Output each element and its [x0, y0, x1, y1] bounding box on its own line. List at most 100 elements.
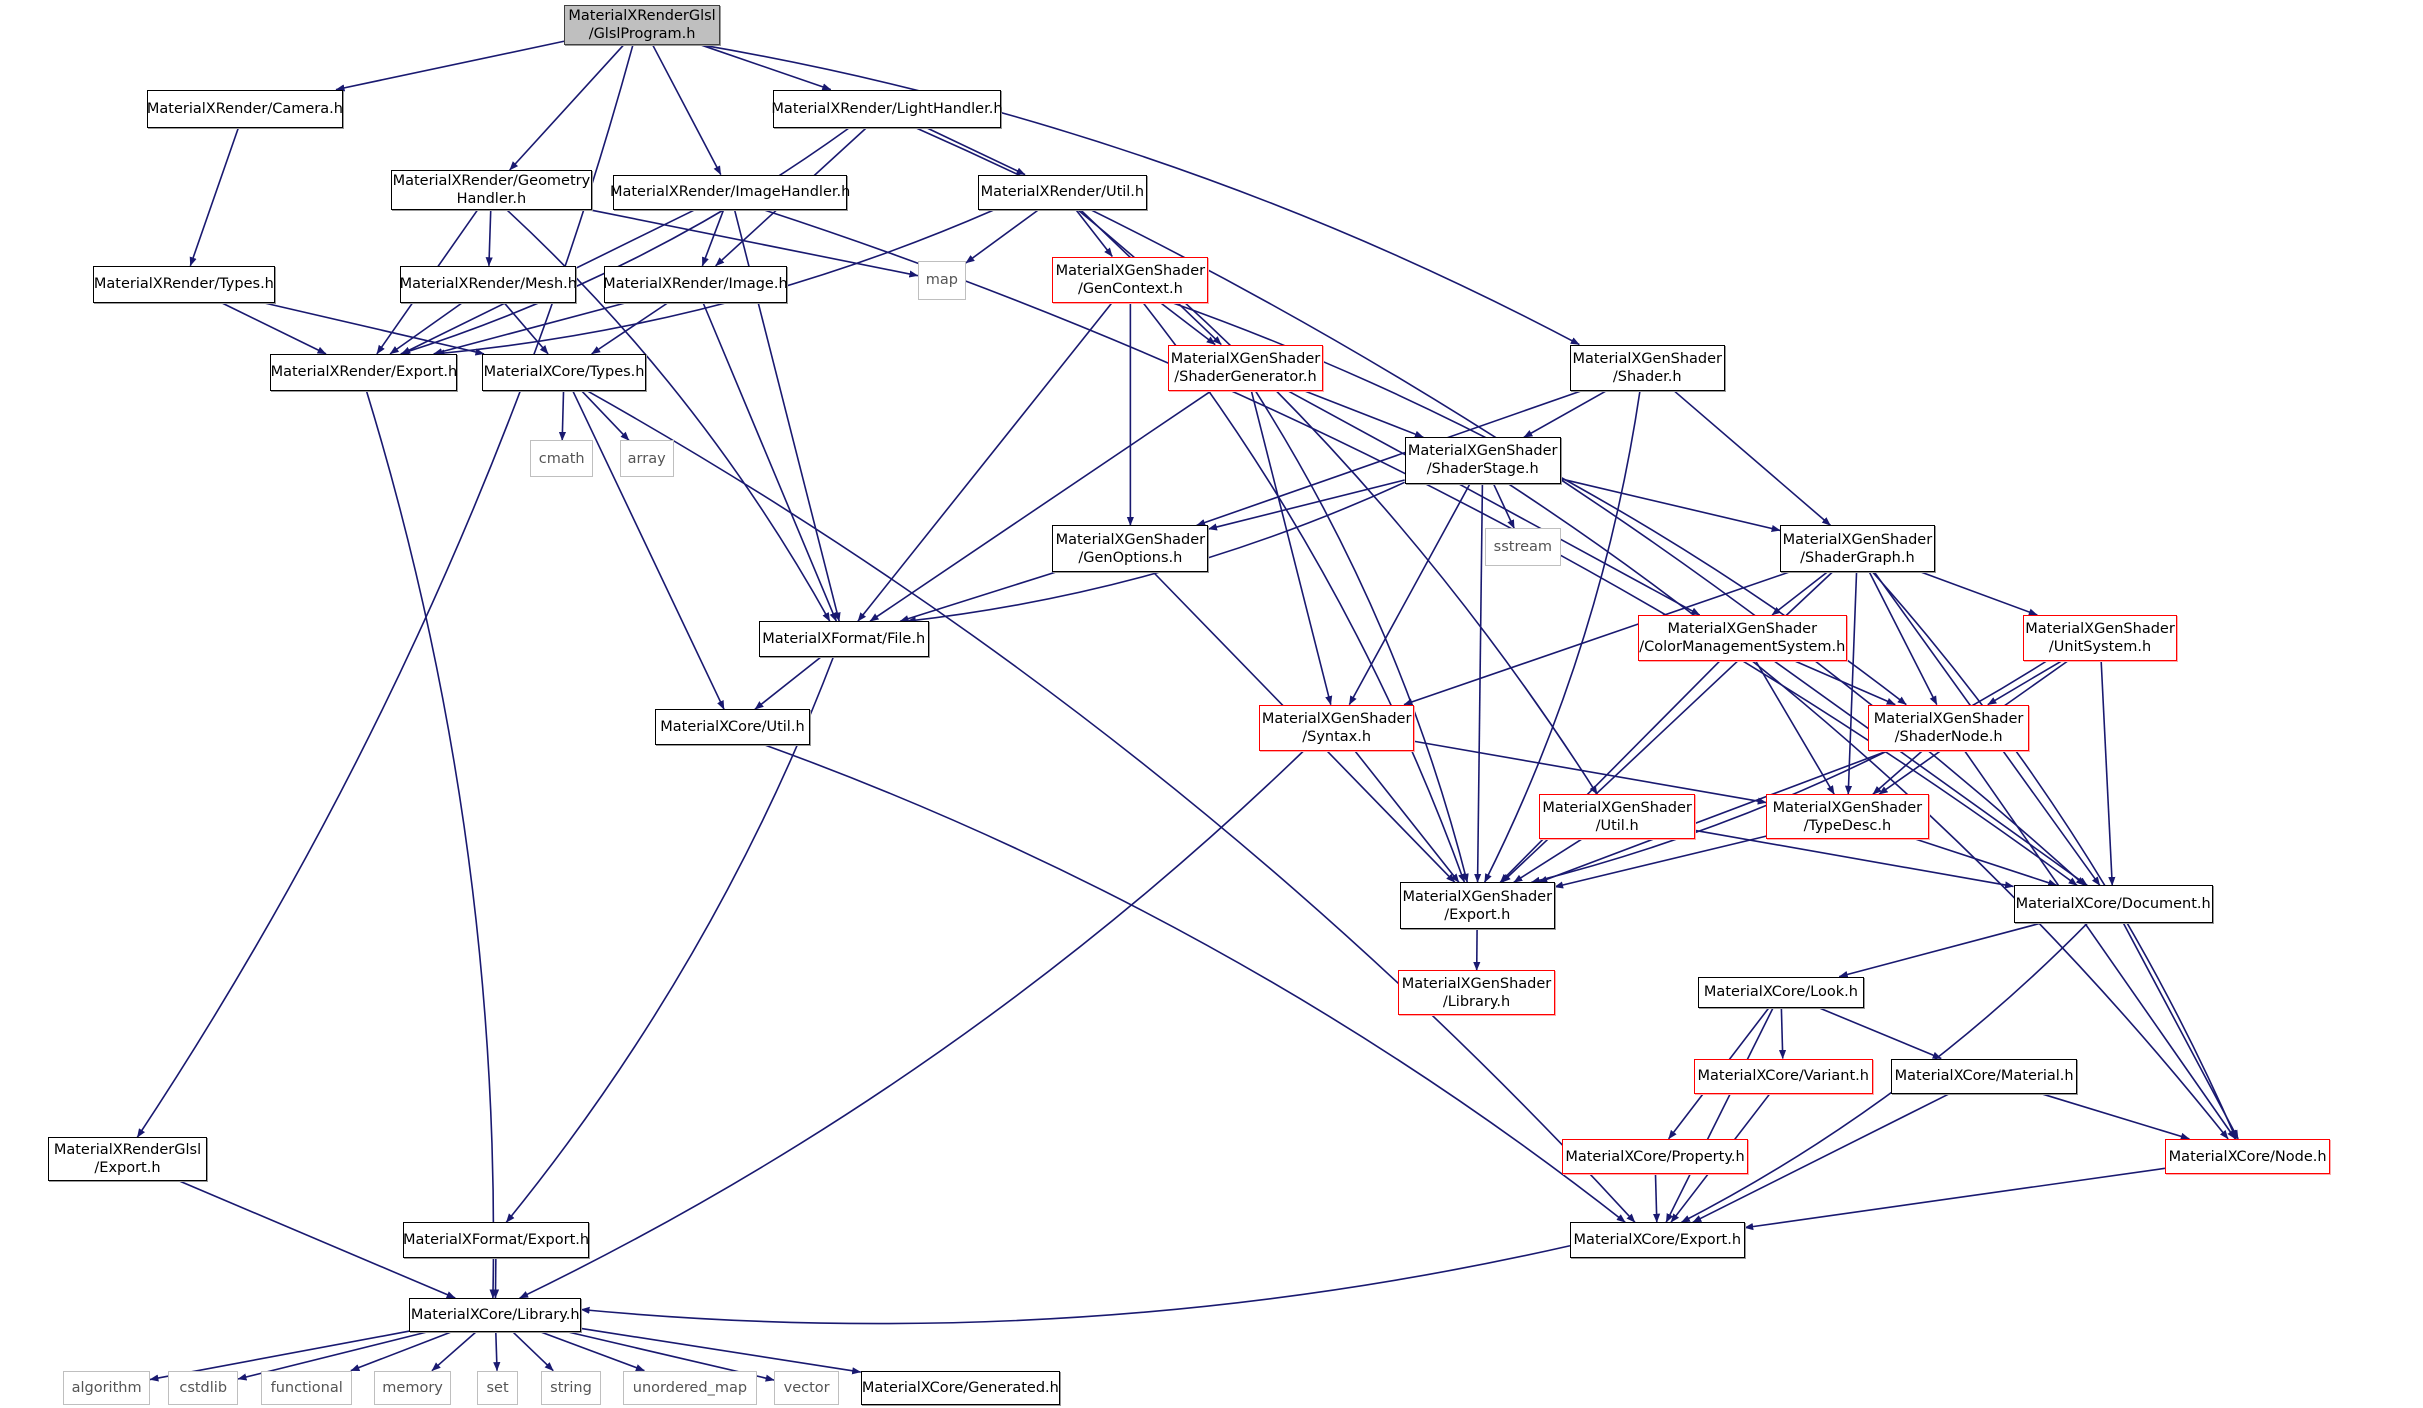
edge-shaderstage-to-genexport: [1474, 483, 1484, 883]
graph-node-sstream: sstream: [1485, 528, 1561, 566]
edge-corelibrary-to-string: [512, 1331, 554, 1372]
edge-shadergraph-to-node: [1871, 571, 2237, 1140]
edge-cms-to-genexport: [1499, 660, 1720, 883]
graph-node-memory: memory: [373, 1370, 452, 1405]
graph-node-imagehandler[interactable]: MaterialXRender/ImageHandler.h: [610, 174, 850, 211]
edge-document-to-node: [2122, 922, 2239, 1140]
graph-node-genoptions[interactable]: MaterialXGenShader /GenOptions.h: [1052, 525, 1209, 572]
graph-node-functional: functional: [261, 1370, 353, 1405]
edge-shadergraph-to-unitsystem: [1919, 571, 2038, 616]
edge-renderexport-to-corelibrary: [365, 390, 497, 1299]
edge-property-to-coreexport: [1652, 1174, 1661, 1223]
edge-glslprogram-to-geometryhandler: [509, 44, 625, 171]
edge-cms-to-shadernode: [1795, 660, 1896, 706]
graph-node-shadergraph[interactable]: MaterialXGenShader /ShaderGraph.h: [1780, 525, 1935, 572]
graph-node-document[interactable]: MaterialXCore/Document.h: [2013, 885, 2213, 923]
edge-shadergraph-to-typedesc: [1844, 571, 1858, 795]
edge-unitsystem-to-genexport: [1530, 660, 2047, 884]
edge-glslprogram-to-camera: [335, 40, 565, 92]
graph-node-typedesc[interactable]: MaterialXGenShader /TypeDesc.h: [1766, 794, 1929, 840]
edge-corelibrary-to-set: [493, 1332, 501, 1372]
edge-shaderstage-to-node: [1507, 483, 2229, 1140]
graph-node-map: map: [917, 261, 966, 300]
edge-corelibrary-to-memory: [431, 1331, 477, 1372]
graph-node-coreutil[interactable]: MaterialXCore/Util.h: [655, 709, 810, 745]
graph-node-renderutil[interactable]: MaterialXRender/Util.h: [978, 174, 1147, 211]
edge-rendertypes-to-renderexport: [221, 302, 327, 355]
edge-shadergenerator-to-cms: [1287, 390, 1701, 616]
edge-glslexport-to-corelibrary: [178, 1179, 456, 1299]
edge-material-to-coreexport: [1692, 1093, 1950, 1224]
graph-node-cms[interactable]: MaterialXGenShader /ColorManagementSyste…: [1637, 615, 1847, 662]
graph-node-unitsystem[interactable]: MaterialXGenShader /UnitSystem.h: [2022, 615, 2178, 662]
graph-node-mesh[interactable]: MaterialXRender/Mesh.h: [400, 265, 577, 303]
edge-geometryhandler-to-mesh: [485, 210, 493, 267]
edge-coretypes-to-coreutil: [572, 390, 725, 710]
graph-node-variant[interactable]: MaterialXCore/Variant.h: [1693, 1058, 1873, 1095]
graph-node-genutil[interactable]: MaterialXGenShader /Util.h: [1539, 794, 1696, 840]
graph-node-camera[interactable]: MaterialXRender/Camera.h: [146, 89, 344, 129]
edge-coretypes-to-array: [581, 390, 630, 441]
graph-node-renderexport[interactable]: MaterialXRender/Export.h: [270, 353, 458, 391]
graph-node-unordered_map: unordered_map: [622, 1370, 758, 1405]
edge-shadergraph-to-syntax: [1403, 570, 1791, 706]
edge-imagehandler-to-document: [764, 209, 2078, 887]
edge-image-to-renderexport: [433, 302, 626, 356]
edge-shaderstage-to-sstream: [1492, 483, 1515, 529]
graph-node-shaderstage[interactable]: MaterialXGenShader /ShaderStage.h: [1404, 437, 1561, 484]
edge-unitsystem-to-shadernode: [1987, 660, 2062, 706]
graph-node-shadergenerator[interactable]: MaterialXGenShader /ShaderGenerator.h: [1168, 344, 1323, 391]
edge-shadernode-to-genexport: [1538, 750, 1888, 884]
graph-node-rendertypes[interactable]: MaterialXRender/Types.h: [92, 265, 276, 303]
edge-syntax-to-typedesc: [1413, 740, 1767, 805]
graph-node-gencontext[interactable]: MaterialXGenShader /GenContext.h: [1052, 256, 1209, 303]
graph-node-syntax[interactable]: MaterialXGenShader /Syntax.h: [1259, 704, 1414, 751]
graph-node-genexport[interactable]: MaterialXGenShader /Export.h: [1400, 882, 1555, 929]
edge-shadergenerator-to-formatfile: [869, 390, 1212, 622]
graph-node-formatexport[interactable]: MaterialXFormat/Export.h: [403, 1222, 589, 1258]
graph-node-property[interactable]: MaterialXCore/Property.h: [1562, 1138, 1748, 1175]
edge-gencontext-to-formatfile: [857, 302, 1113, 622]
graph-node-shadernode[interactable]: MaterialXGenShader /ShaderNode.h: [1868, 704, 2029, 751]
graph-node-image[interactable]: MaterialXRender/Image.h: [603, 265, 788, 303]
graph-node-set: set: [477, 1370, 518, 1405]
graph-node-coreexport[interactable]: MaterialXCore/Export.h: [1570, 1222, 1745, 1258]
edge-corelibrary-to-functional: [350, 1331, 452, 1372]
edge-renderutil-to-gencontext: [1075, 209, 1113, 258]
edge-imagehandler-to-image: [701, 209, 725, 267]
graph-node-formatfile[interactable]: MaterialXFormat/File.h: [758, 621, 929, 657]
graph-node-lighthandler[interactable]: MaterialXRender/LightHandler.h: [771, 89, 1003, 129]
graph-node-glslexport[interactable]: MaterialXRenderGlsl /Export.h: [47, 1137, 208, 1181]
edge-coretypes-to-cmath: [558, 390, 567, 441]
graph-node-coretypes[interactable]: MaterialXCore/Types.h: [482, 353, 646, 391]
edge-coreexport-to-corelibrary: [580, 1244, 1571, 1325]
edge-document-to-look: [1838, 921, 2044, 978]
graph-node-shader[interactable]: MaterialXGenShader /Shader.h: [1570, 344, 1725, 391]
edge-shader-to-genoptions: [1196, 390, 1582, 527]
edge-typedesc-to-genexport: [1554, 835, 1767, 889]
graph-node-corelibrary[interactable]: MaterialXCore/Library.h: [409, 1298, 581, 1333]
graph-node-algorithm: algorithm: [63, 1370, 150, 1405]
edge-lighthandler-to-renderutil: [927, 127, 1026, 176]
edge-look-to-coreexport: [1665, 1007, 1774, 1223]
graph-node-look[interactable]: MaterialXCore/Look.h: [1698, 976, 1864, 1008]
graph-node-generated[interactable]: MaterialXCore/Generated.h: [860, 1370, 1061, 1405]
edge-geometryhandler-to-formatfile: [506, 209, 831, 622]
graph-node-glslprogram: MaterialXRenderGlsl /GlslProgram.h: [564, 4, 721, 45]
edge-lighthandler-to-renderexport: [400, 127, 850, 355]
edge-syntax-to-corelibrary: [519, 750, 1305, 1299]
edge-material-to-node: [2042, 1093, 2190, 1140]
edge-mesh-to-coretypes: [503, 302, 549, 355]
edge-coretypes-to-coreexport: [586, 390, 1636, 1223]
graph-node-geometryhandler[interactable]: MaterialXRender/Geometry Handler.h: [390, 169, 592, 211]
edge-genoptions-to-formatfile: [899, 570, 1058, 623]
edge-shader-to-shaderstage: [1523, 390, 1607, 439]
graph-node-material[interactable]: MaterialXCore/Material.h: [1891, 1058, 2077, 1095]
edge-look-to-material: [1817, 1006, 1942, 1060]
edge-shadergenerator-to-syntax: [1250, 390, 1333, 706]
graph-node-node[interactable]: MaterialXCore/Node.h: [2164, 1138, 2331, 1175]
graph-node-genlibrary[interactable]: MaterialXGenShader /Library.h: [1398, 970, 1555, 1016]
edge-unitsystem-to-document: [2100, 661, 2116, 886]
edge-corelibrary-to-unordered_map: [540, 1331, 645, 1372]
